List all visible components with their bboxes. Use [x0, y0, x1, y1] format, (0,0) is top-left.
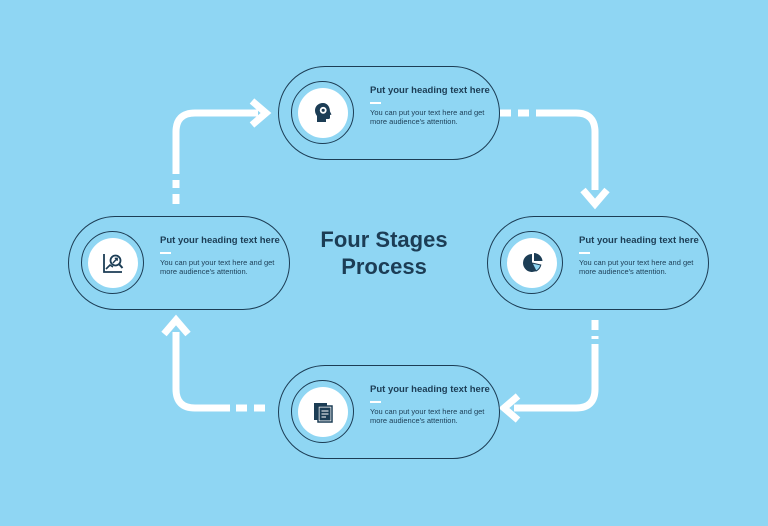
dash-segment — [172, 180, 180, 188]
stage-right: Put your heading text here You can put y… — [487, 216, 709, 310]
stage-heading: Put your heading text here — [579, 235, 699, 246]
arrowhead-up-icon — [161, 314, 191, 337]
connector-left-to-top — [172, 109, 258, 174]
stage-bottom: Put your heading text here You can put y… — [278, 365, 500, 459]
stage-body: You can put your text here and get more … — [160, 257, 275, 277]
icon-ring — [81, 231, 144, 294]
stage-top: Put your heading text here You can put y… — [278, 66, 500, 160]
stage-text: Put your heading text here You can put y… — [160, 235, 280, 277]
connector-right-to-bottom — [514, 344, 599, 412]
icon-disc — [297, 386, 348, 437]
dash-segment — [236, 404, 247, 412]
dash-segment — [254, 404, 265, 412]
stage-heading: Put your heading text here — [160, 235, 280, 246]
title-line-1: Four Stages — [320, 227, 448, 252]
connector-bottom-to-left — [172, 332, 230, 412]
diagram-title: Four Stages Process — [284, 226, 484, 280]
icon-ring — [291, 380, 354, 443]
connector-top-to-right — [536, 109, 599, 190]
stage-body: You can put your text here and get more … — [579, 257, 694, 277]
heading-divider — [160, 251, 171, 254]
heading-divider — [370, 101, 381, 104]
heading-divider — [579, 251, 590, 254]
stage-heading: Put your heading text here — [370, 384, 490, 395]
icon-disc — [87, 237, 138, 288]
documents-icon — [313, 402, 333, 423]
dash-segment — [591, 320, 599, 330]
dash-segment — [500, 109, 511, 117]
heading-divider — [370, 400, 381, 403]
head-idea-icon — [314, 102, 331, 122]
icon-disc — [506, 237, 557, 288]
growth-analysis-icon — [102, 253, 123, 273]
stage-text: Put your heading text here You can put y… — [370, 384, 490, 426]
dash-segment — [591, 336, 599, 339]
icon-ring — [291, 81, 354, 144]
arrowhead-down-icon — [580, 187, 610, 210]
stage-body: You can put your text here and get more … — [370, 406, 485, 426]
arrowhead-right-icon — [249, 98, 272, 128]
title-line-2: Process — [341, 254, 427, 279]
icon-ring — [500, 231, 563, 294]
icon-disc — [297, 87, 348, 138]
dash-segment — [172, 194, 180, 204]
stage-left: Put your heading text here You can put y… — [68, 216, 290, 310]
stage-heading: Put your heading text here — [370, 85, 490, 96]
stage-body: You can put your text here and get more … — [370, 107, 485, 127]
stage-text: Put your heading text here You can put y… — [370, 85, 490, 127]
pie-chart-icon — [522, 252, 542, 272]
stage-text: Put your heading text here You can put y… — [579, 235, 699, 277]
dash-segment — [518, 109, 529, 117]
arrowhead-left-icon — [498, 393, 521, 423]
